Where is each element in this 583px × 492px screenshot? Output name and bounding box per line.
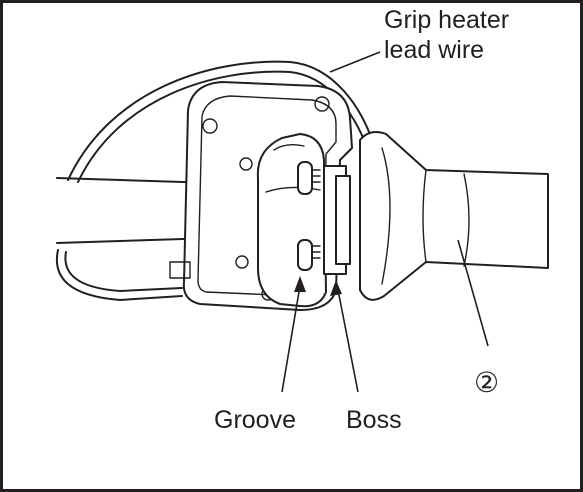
grip-heater-label-line2: lead wire bbox=[384, 36, 484, 64]
boss-label: Boss bbox=[346, 406, 402, 434]
grip-heater-label-line1: Grip heater bbox=[384, 6, 509, 34]
grip-part-2 bbox=[359, 131, 549, 301]
throttle-grip-clamp bbox=[256, 133, 351, 308]
boss-arrowhead bbox=[330, 280, 342, 296]
leader-lines bbox=[281, 51, 489, 393]
groove-arrowhead bbox=[294, 276, 306, 292]
groove-label: Groove bbox=[214, 406, 296, 434]
part-number-label: ② bbox=[474, 367, 499, 398]
